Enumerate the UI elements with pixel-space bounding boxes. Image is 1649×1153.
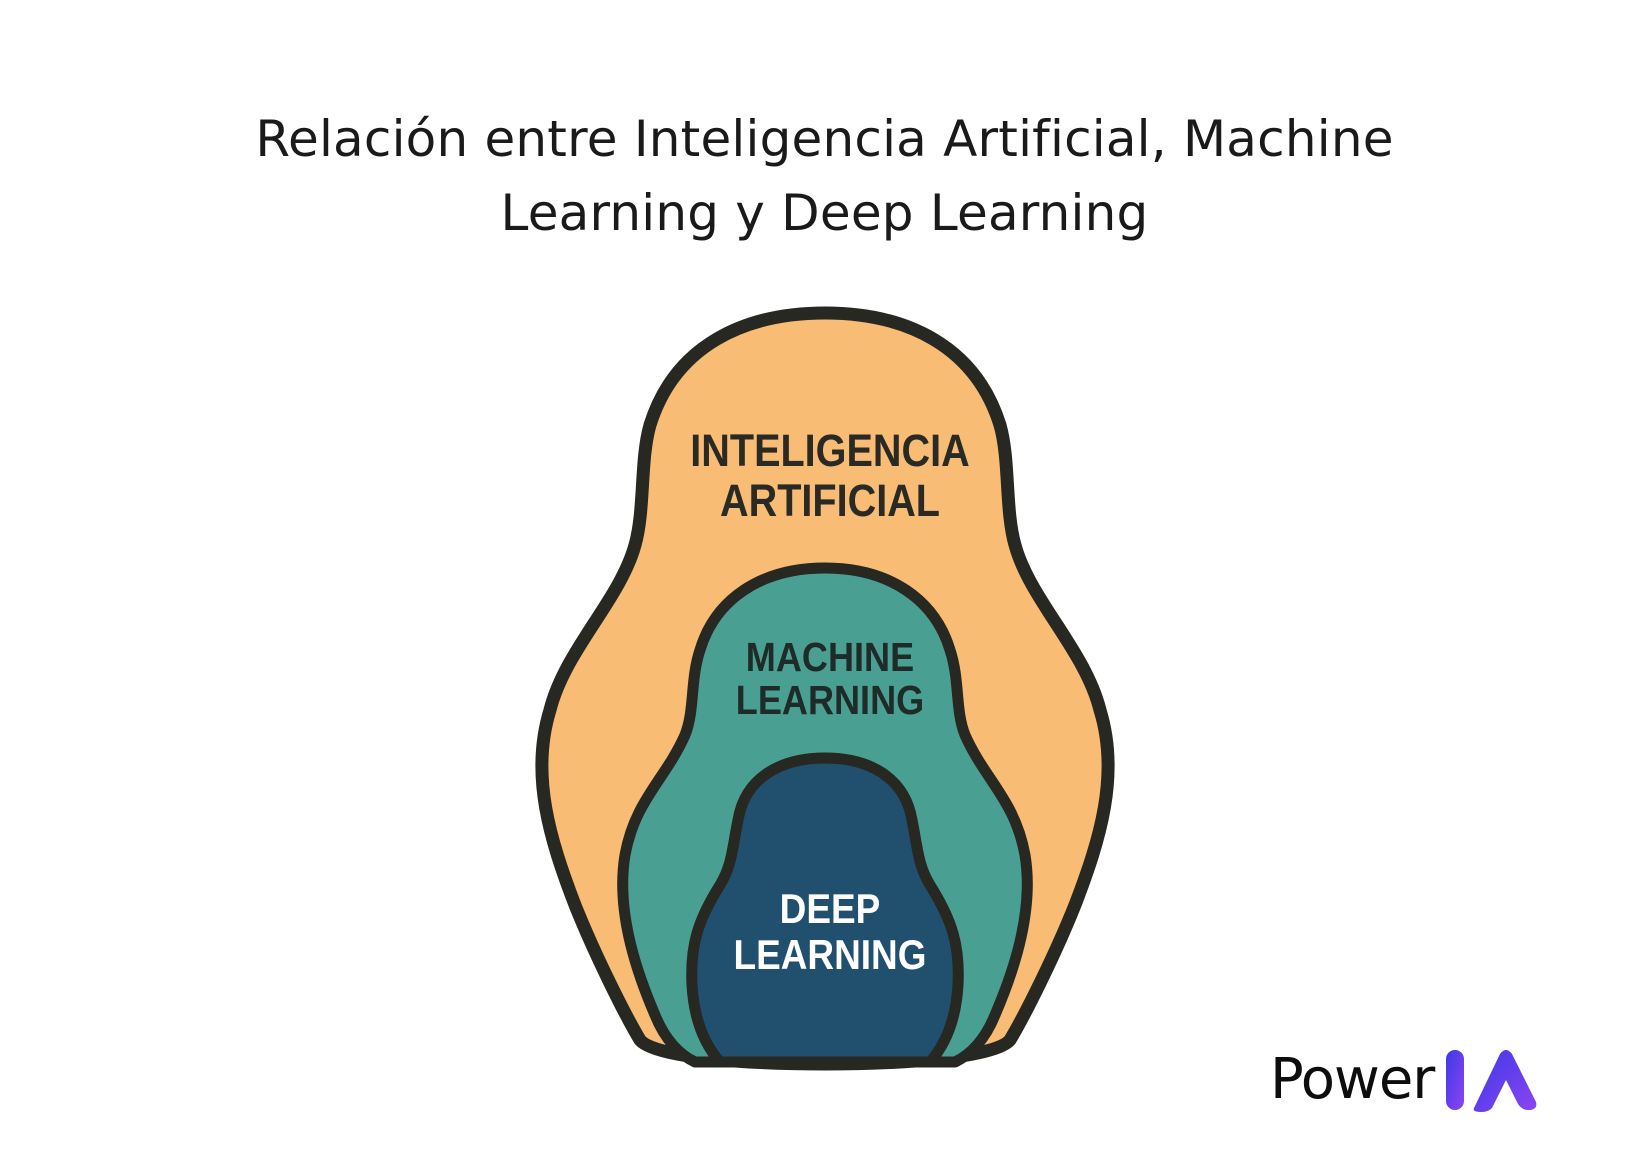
dl-label-line-2: LEARNING [733,931,927,978]
ml-label-line-1: MACHINE [745,634,915,680]
power-ia-logo: Power [1270,1040,1538,1120]
title-line-1: Relación entre Inteligencia Artificial, … [255,110,1394,168]
page-title: Relación entre Inteligencia Artificial, … [0,102,1649,250]
dl-layer-shape [686,752,964,1068]
title-line-2: Learning y Deep Learning [500,184,1149,242]
ai-layer-label: INTELIGENCIA ARTIFICIAL [628,426,1033,526]
brand-wordmark: Power [1270,1047,1435,1112]
ia-logo-icon [1446,1050,1537,1112]
dl-layer-label: DEEP LEARNING [680,886,979,978]
ai-label-line-2: ARTIFICIAL [720,475,940,526]
dl-label-line-1: DEEP [779,885,881,932]
ml-label-line-2: LEARNING [735,677,925,723]
ml-layer-label: MACHINE LEARNING [654,636,1006,722]
ai-label-line-1: INTELIGENCIA [690,425,970,476]
